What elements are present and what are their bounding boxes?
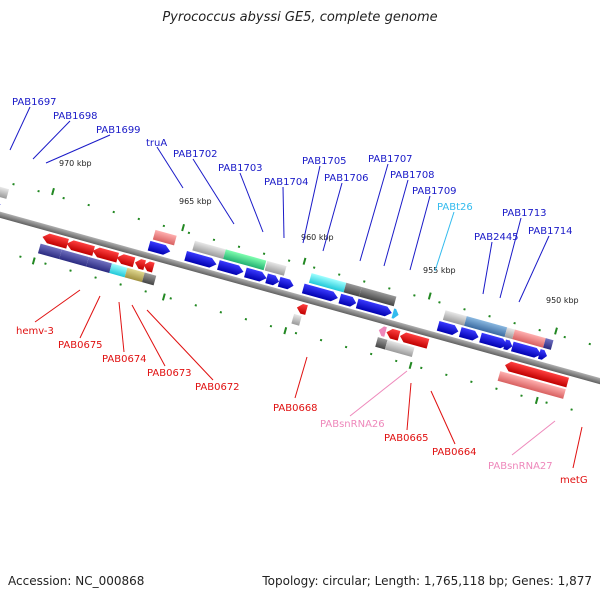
- gene-label: PAB0672: [195, 382, 240, 393]
- tick-label: 950 kbp: [546, 296, 579, 305]
- tick-label: 965 kbp: [179, 197, 212, 206]
- plus-leader-lines: [9, 106, 550, 303]
- major-ticks: [31, 187, 558, 405]
- gene-label: PAB0674: [102, 354, 147, 365]
- gene-label: PAB0668: [273, 403, 318, 414]
- snrna-leader-lines: [349, 370, 556, 456]
- gene-label: PAB1703: [218, 163, 263, 174]
- minus-strand-features: [37, 233, 570, 399]
- tick-dots-lower: [19, 255, 573, 411]
- gene-label: PAB0673: [147, 368, 192, 379]
- gene-label: PAB1714: [528, 226, 573, 237]
- gene-label: PAB1713: [502, 208, 547, 219]
- gene-label: PAB1708: [390, 170, 435, 181]
- tick-label: 960 kbp: [301, 233, 334, 242]
- gene-label: metG: [560, 475, 588, 486]
- gene-label: PAB0675: [58, 340, 103, 351]
- tick-labels: 970 kbp 965 kbp 960 kbp 955 kbp 950 kbp: [59, 159, 579, 305]
- gene-label: PAB1709: [412, 186, 457, 197]
- plus-gene-labels: PAB1697 PAB1698 PAB1699 truA PAB1702 PAB…: [12, 97, 573, 243]
- map-title: Pyrococcus abyssi GE5, complete genome: [162, 10, 438, 25]
- minus-gene-labels: hemv-3 PAB0675 PAB0674 PAB0673 PAB0672 P…: [16, 326, 588, 486]
- gene-label: PABsnRNA27: [488, 461, 553, 472]
- gene-label: PAB1698: [53, 111, 98, 122]
- minus-leader-lines: [34, 289, 583, 469]
- tick-dots-upper: [12, 182, 592, 346]
- accession-text: Accession: NC_000868: [8, 574, 145, 588]
- topology-text: Topology: circular; Length: 1,765,118 bp…: [262, 574, 592, 588]
- gene-label: PAB1699: [96, 125, 141, 136]
- gene-label: PAB1697: [12, 97, 57, 108]
- backbone: [0, 198, 600, 398]
- gene-label: PAB1706: [324, 173, 369, 184]
- gene-label: PAB1705: [302, 156, 347, 167]
- gene-label: PAB2445: [474, 232, 519, 243]
- gene-label: truA: [146, 138, 167, 149]
- gene-label: PAB1704: [264, 177, 309, 188]
- gene-label: PAB1707: [368, 154, 413, 165]
- gene-label: PABt26: [437, 202, 473, 213]
- gene-label: PAB1702: [173, 149, 218, 160]
- gene-label: hemv-3: [16, 326, 54, 337]
- trna-leader-line: [434, 211, 455, 272]
- gene-label: PAB0664: [432, 447, 477, 458]
- gene-label: PABsnRNA26: [320, 419, 385, 430]
- tick-label: 955 kbp: [423, 266, 456, 275]
- plus-strand-features: [0, 183, 554, 360]
- tick-label: 970 kbp: [59, 159, 92, 168]
- gene-label: PAB0665: [384, 433, 429, 444]
